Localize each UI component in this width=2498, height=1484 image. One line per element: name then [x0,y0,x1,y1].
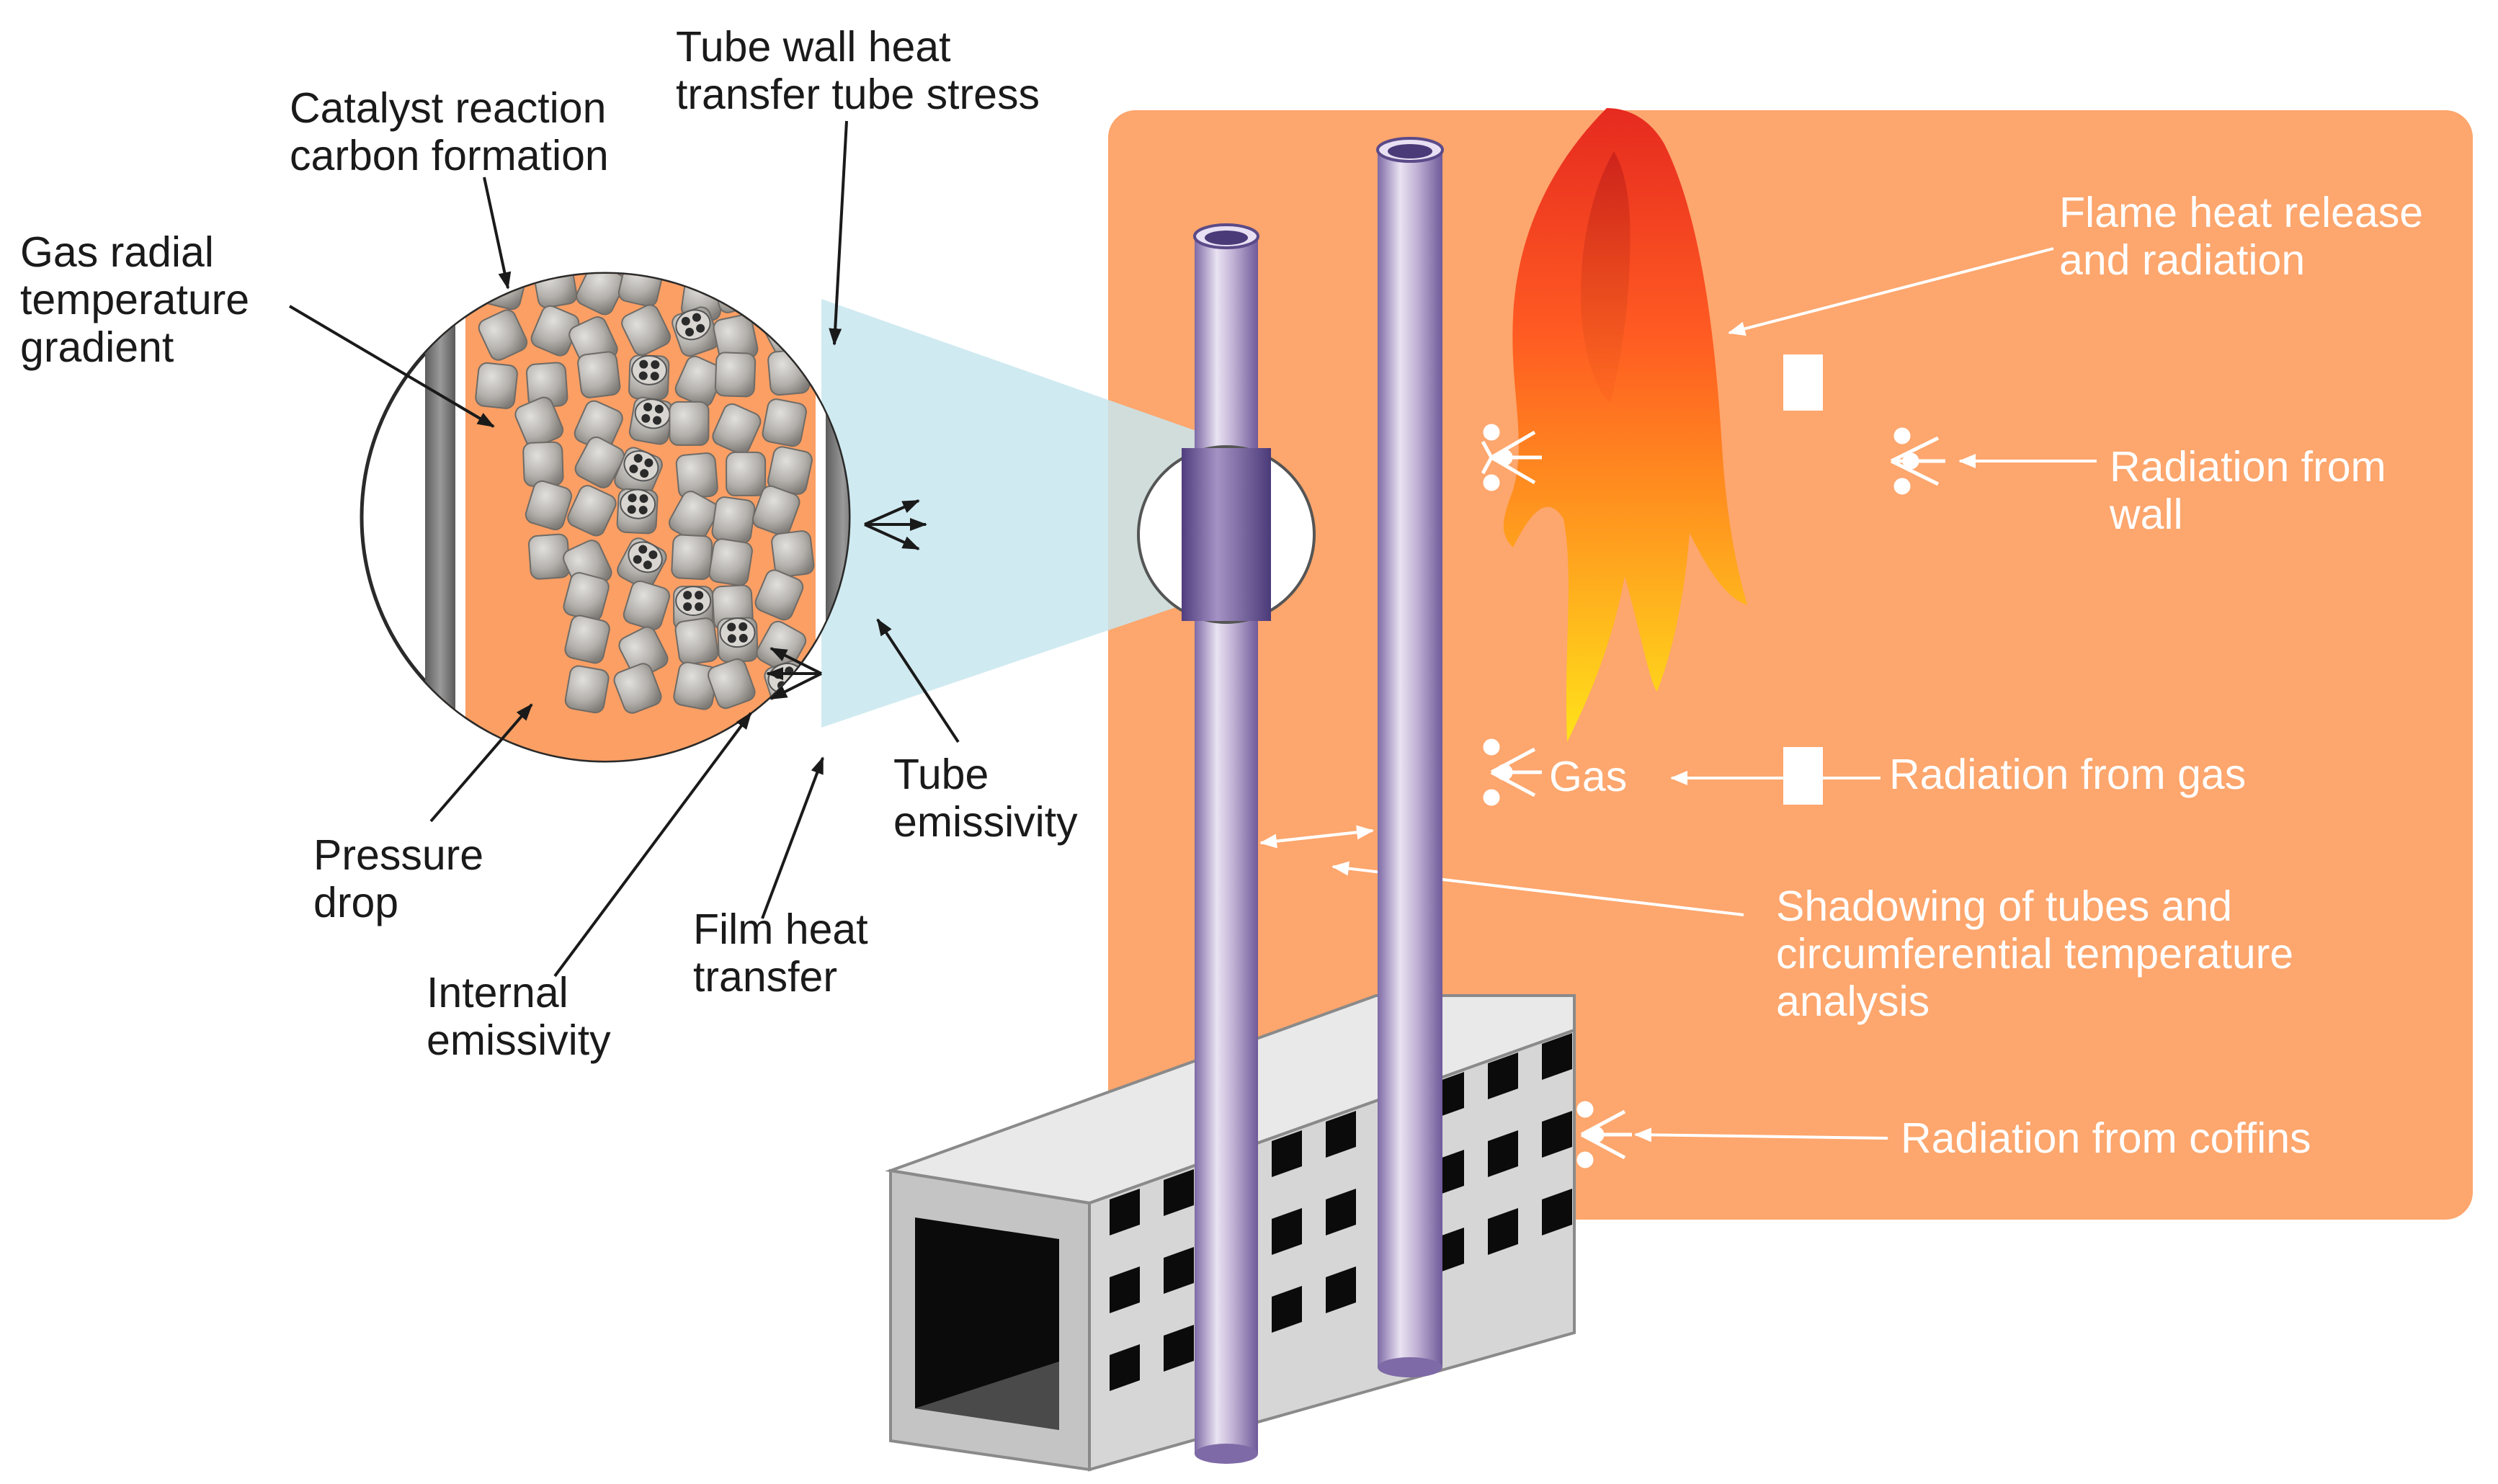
catalyst-pellet [776,274,821,309]
radiation-wall-label: Radiation from wall [2109,443,2398,538]
coffin-hole [1110,1189,1140,1235]
radiation-emitter-icon [1481,424,1542,491]
catalyst-pellet [717,617,759,663]
zoom-beam [821,299,1225,728]
coffin-hole [1326,1189,1356,1235]
coffin-hole [1272,1130,1302,1177]
internal-arrows-icon [766,647,822,700]
coffin-hole [1542,1111,1572,1158]
gas-label: Gas [1549,753,1627,800]
pressure-drop-label: Pressure drop [313,831,496,926]
catalyst-pellet [669,401,710,446]
catalyst-pellet [623,580,670,630]
catalyst-pellet [621,304,671,356]
flame-label: Flame heat release and radiation [2059,189,2435,284]
catalyst-pellet [483,223,526,269]
catalyst-pellet [712,403,762,455]
shadowing-label: Shadowing of tubes and circumferential t… [1776,882,2306,1025]
wall-marker-gas [1783,747,1823,805]
catalyst-pellet [617,537,667,590]
catalyst-pellet [714,352,757,398]
catalyst-pellet [669,215,723,272]
catalyst-pellet [574,436,625,488]
catalyst-pellet [754,569,804,621]
coffin-hole [1488,1130,1518,1177]
catalyst-pellet [532,274,578,308]
catalyst-pellet [772,215,813,261]
wall-emission-arrows-icon [864,499,927,550]
catalyst-pellet [617,274,664,308]
catalyst-pellet [674,617,719,666]
coffin-hole [1488,1052,1518,1099]
coffin-hole [1110,1266,1140,1313]
film-heat-label: Film heat transfer [693,906,880,1001]
tube-left [1193,223,1259,1464]
coffin-hole [1542,1033,1572,1080]
internal-emissivity-label: Internal emissivity [427,969,611,1064]
catalyst-pellet [475,362,518,409]
catalyst-pellet [518,213,571,268]
catalyst-pellet [579,223,618,267]
catalyst-pellet [613,663,662,714]
catalyst-pellet [525,480,573,531]
panel-pointers [1259,247,2097,1143]
catalyst-pellet [567,485,617,537]
tube-cutaway [1137,445,1316,624]
annotation-pointers [288,120,960,978]
catalyst-pellet [751,485,800,536]
catalyst-pellets [475,213,821,714]
catalyst-pellet [564,665,610,714]
catalyst-pellet [564,614,610,664]
catalyst-pellet [616,488,659,535]
catalyst-pellet [618,626,669,679]
catalyst-label: Catalyst reaction carbon formation [290,84,618,179]
coffin-hole [1272,1208,1302,1255]
coffin-hole [1326,1266,1356,1313]
coffin-hole [1272,1286,1302,1333]
catalyst-pellet [478,309,528,361]
furnace-panel [1108,110,2473,1220]
coffin-hole [1110,1344,1140,1391]
catalyst-pellet [726,451,767,496]
coffin-hole [1488,1208,1518,1255]
coffin-hole [1164,1247,1194,1294]
catalyst-pellet [714,223,763,275]
catalyst-pellet [708,538,753,586]
catalyst-pellet [576,274,625,316]
tube-wall-label: Tube wall heat transfer tube stress [676,23,1040,118]
radiation-gas-label: Radiation from gas [1889,751,2246,798]
catalyst-pellet [771,530,815,578]
coffin-hole [1542,1189,1572,1235]
catalyst-pellet [614,447,663,499]
catalyst-pellet [671,534,713,581]
radiation-coffins-label: Radiation from coffins [1901,1114,2311,1162]
radiation-emitter-icon [1890,427,1945,495]
catalyst-pellet [618,228,661,274]
gas-radial-label: Gas radial temperature gradient [20,228,262,371]
coffin-hole [1164,1325,1194,1372]
coffin-hole [1164,1169,1194,1216]
catalyst-pellet [628,354,670,401]
catalyst-pellet [522,441,564,487]
radiation-emitter-icon [1483,738,1542,806]
catalyst-pellet [711,496,756,544]
flame [1503,108,1747,742]
catalyst-pellet [708,658,756,710]
coffin-hole [1326,1111,1356,1158]
catalyst-pellet [577,351,621,398]
catalyst-pellet [628,396,674,445]
tube-emissivity-label: Tube emissivity [893,751,1078,846]
catalyst-pellet [675,452,718,499]
catalyst-pellet [762,398,807,447]
tube-right [1376,137,1444,1377]
radiation-emitter-icon [1576,1101,1632,1168]
magnified-view [360,213,851,763]
wall-marker-top [1783,354,1823,411]
